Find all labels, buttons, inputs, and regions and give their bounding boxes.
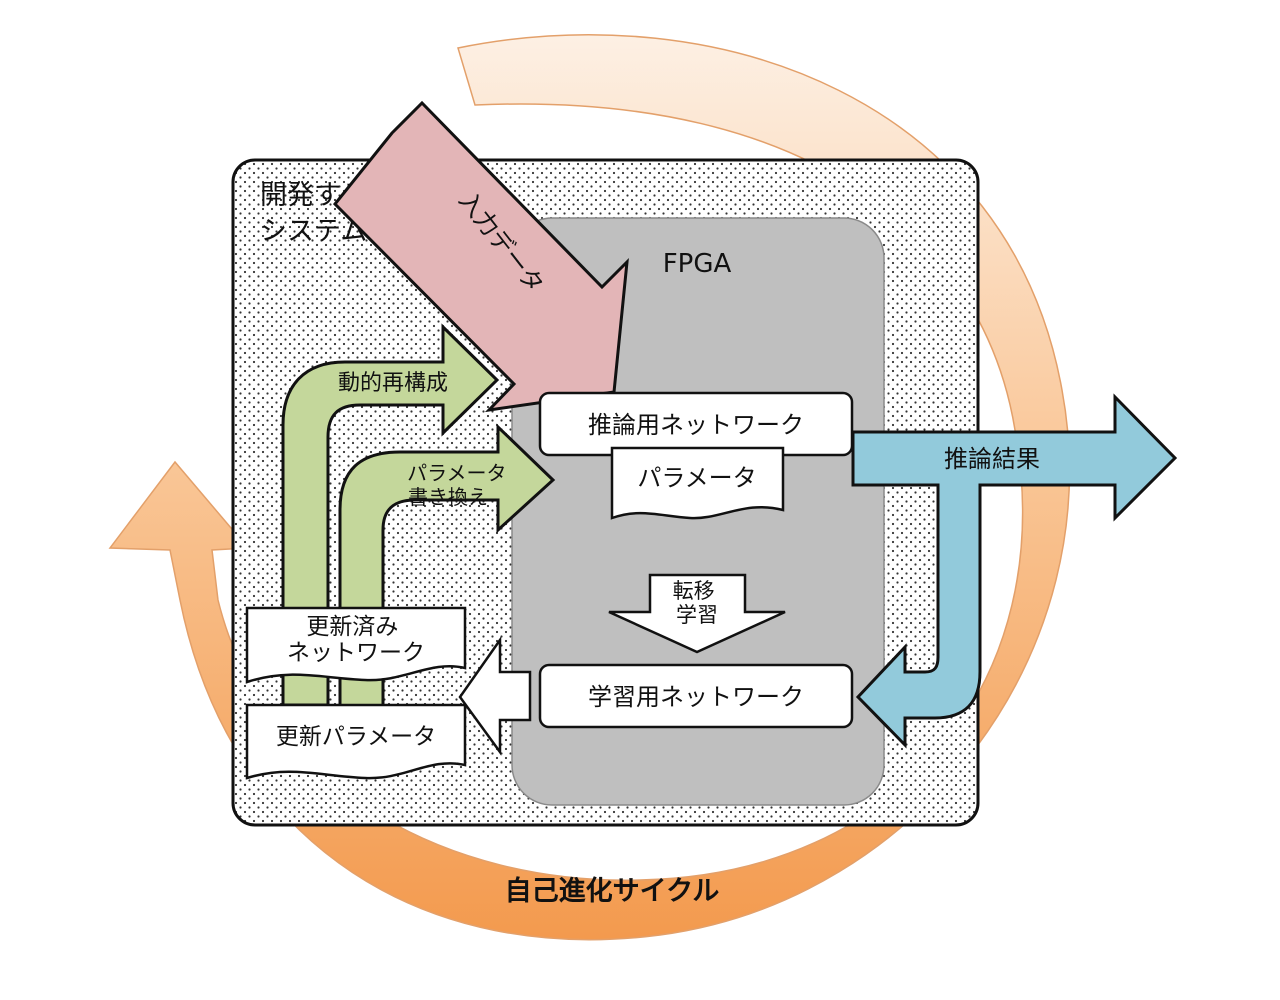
output-left-arrow bbox=[458, 636, 532, 756]
fpga-label: FPGA bbox=[663, 249, 732, 279]
cycle-label: 自己進化サイクル bbox=[505, 875, 720, 907]
param-rewrite-label: パラメータ 書き換え bbox=[407, 461, 513, 509]
updated-parameter-document bbox=[245, 703, 467, 780]
param-rewrite-arrow bbox=[338, 423, 556, 767]
transfer-learning-label: 転移 学習 bbox=[673, 579, 722, 627]
updated-network-document bbox=[245, 606, 467, 684]
parameter-label: パラメータ bbox=[637, 464, 756, 492]
parameter-document bbox=[610, 446, 785, 520]
updated-network-label: 更新済み ネットワーク bbox=[287, 614, 425, 666]
dynamic-reconfig-arrow bbox=[281, 323, 500, 707]
transfer-learning-arrow bbox=[608, 573, 786, 654]
learning-network-box bbox=[538, 663, 854, 729]
updated-parameter-label: 更新パラメータ bbox=[276, 724, 436, 750]
inference-result-arrow bbox=[851, 393, 1178, 749]
dynamic-reconfig-label: 動的再構成 bbox=[338, 371, 448, 396]
learning-network-label: 学習用ネットワーク bbox=[588, 683, 804, 711]
self-evolution-cycle-arrow bbox=[108, 34, 1071, 941]
inference-result-label: 推論結果 bbox=[944, 445, 1040, 473]
inference-network-label: 推論用ネットワーク bbox=[588, 411, 804, 439]
